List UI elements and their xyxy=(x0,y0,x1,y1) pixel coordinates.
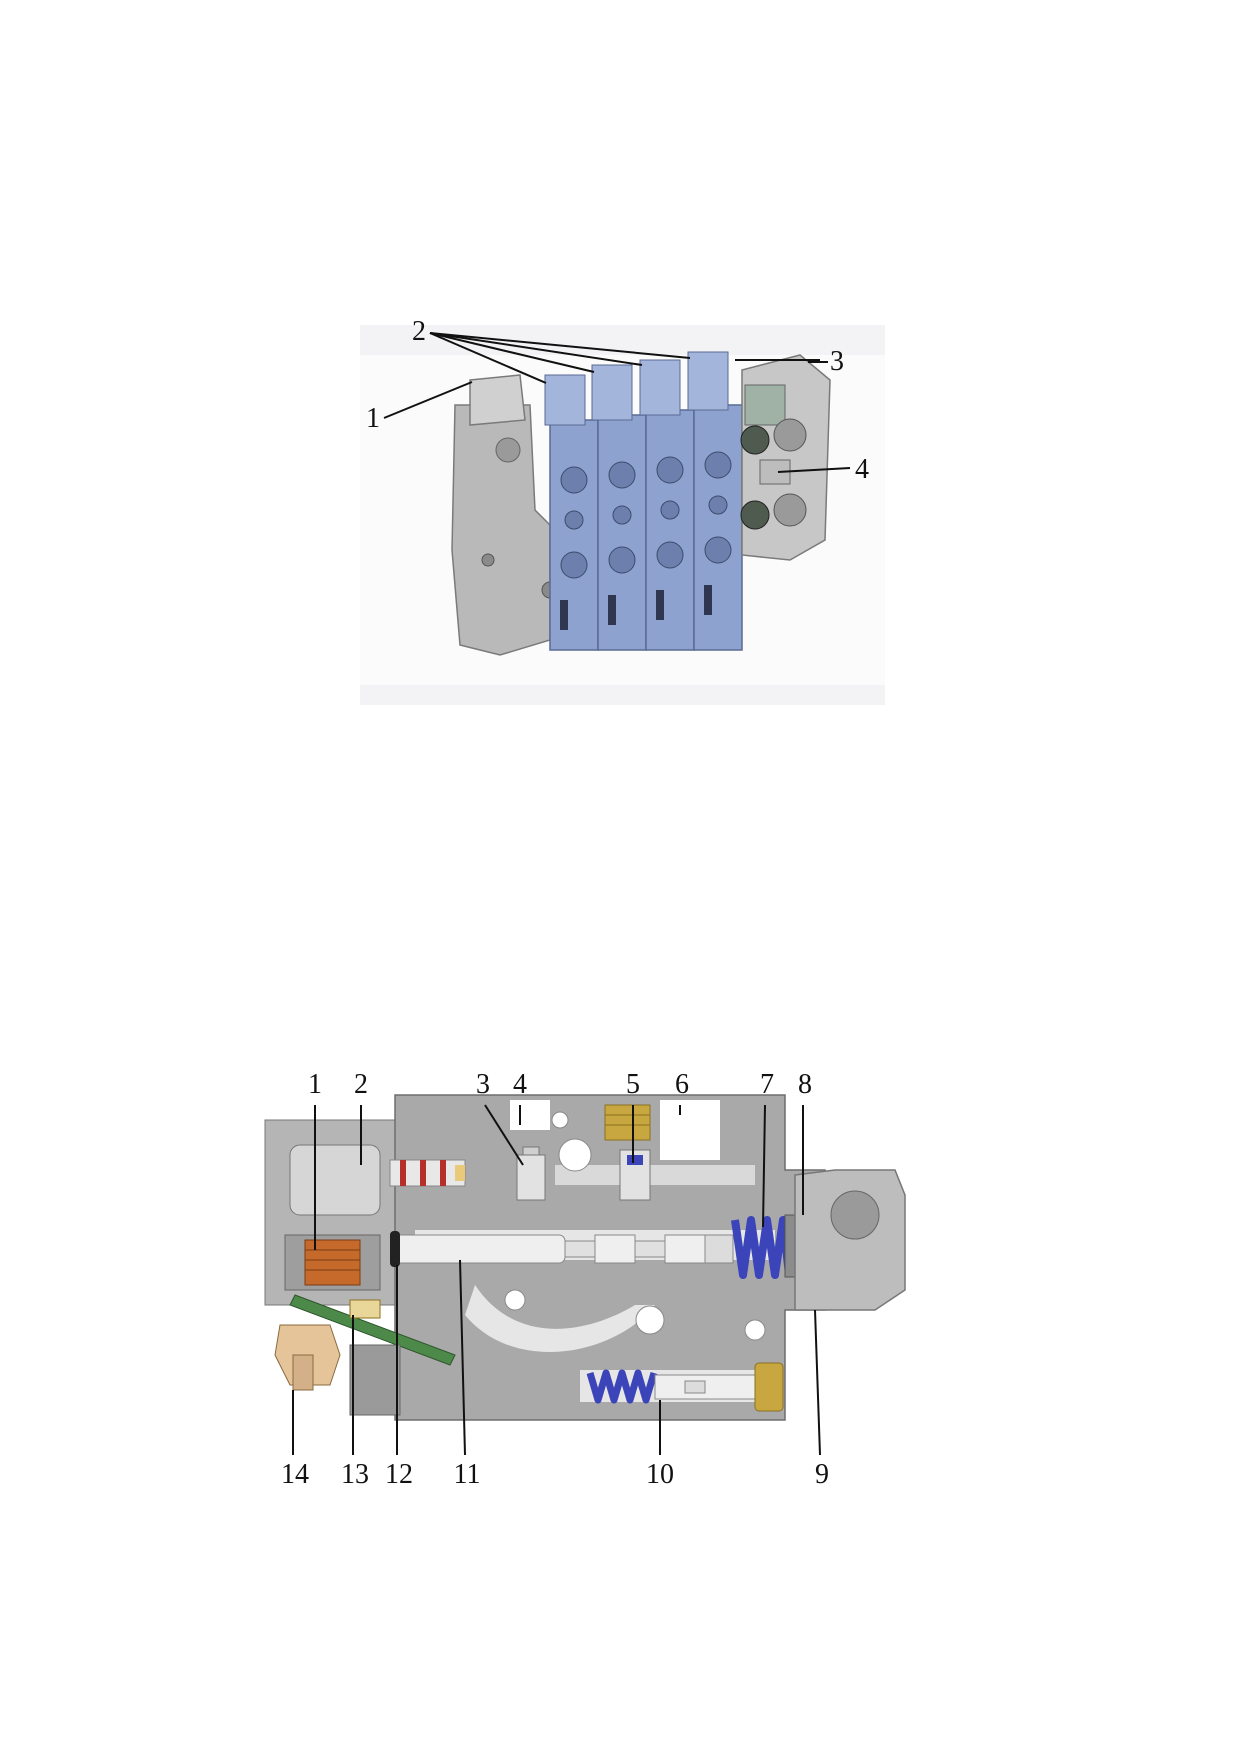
cross-section-figure: 1 2 3 4 5 6 7 8 14 13 12 11 10 9 xyxy=(255,1055,975,1495)
callout-2: 2 xyxy=(412,316,426,347)
lower-channel xyxy=(465,1285,655,1353)
cross-port-left xyxy=(558,1138,592,1172)
end-cap xyxy=(794,1169,906,1311)
callout-cs-7: 7 xyxy=(760,1069,774,1100)
leader-2d xyxy=(429,332,691,359)
callout-cs-13: 13 xyxy=(341,1459,369,1490)
leader-c7 xyxy=(762,1104,766,1228)
leader-c9 xyxy=(814,1309,821,1456)
callout-cs-9: 9 xyxy=(815,1459,829,1490)
sensor-chip xyxy=(349,1299,381,1319)
small-port-2 xyxy=(504,1289,526,1311)
upper-solenoid xyxy=(289,1144,381,1216)
valve-block-figure: 2 1 3 4 xyxy=(360,310,885,705)
connector-pin xyxy=(292,1354,314,1391)
inlet-cover-top xyxy=(469,374,526,426)
callout-cs-10: 10 xyxy=(646,1459,674,1490)
callout-cs-12: 12 xyxy=(385,1459,413,1490)
callout-cs-5: 5 xyxy=(626,1069,640,1100)
callout-cs-3: 3 xyxy=(476,1069,490,1100)
valve-section-4 xyxy=(687,351,743,651)
small-port-3 xyxy=(635,1305,665,1335)
valve-section-1 xyxy=(544,374,599,651)
leader-2a xyxy=(429,332,547,384)
solenoid-coil xyxy=(304,1239,361,1286)
outlet-hex-top xyxy=(740,425,770,455)
connector-housing xyxy=(349,1344,401,1416)
leader-2c xyxy=(429,332,643,366)
callout-3: 3 xyxy=(830,346,844,377)
outlet-valve-cap xyxy=(744,384,786,426)
leader-c3 xyxy=(484,1104,524,1166)
callout-cs-2: 2 xyxy=(354,1069,368,1100)
circuit-board xyxy=(289,1294,456,1366)
callout-cs-14: 14 xyxy=(281,1459,309,1490)
callout-cs-4: 4 xyxy=(513,1069,527,1100)
small-port-4 xyxy=(744,1319,766,1341)
valve-block-drawing: 2 1 3 4 xyxy=(360,316,885,705)
lower-spool xyxy=(586,1362,784,1412)
cavity-4 xyxy=(510,1100,550,1130)
leader-4 xyxy=(777,467,851,473)
callout-cs-1: 1 xyxy=(308,1069,322,1100)
upper-gallery xyxy=(555,1165,755,1185)
outlet-port-top xyxy=(773,418,807,452)
outlet-port-bottom xyxy=(773,493,807,527)
leader-2b xyxy=(429,332,595,373)
main-spring xyxy=(731,1216,793,1279)
callout-cs-6: 6 xyxy=(675,1069,689,1100)
cavity-6 xyxy=(660,1100,720,1160)
callout-cs-11: 11 xyxy=(454,1459,481,1490)
small-port-1 xyxy=(551,1111,569,1129)
inlet-port xyxy=(495,437,521,463)
end-cap-boss xyxy=(830,1190,880,1240)
valve-section-2 xyxy=(591,364,647,651)
spring-seat xyxy=(784,1214,796,1278)
inlet-bolt xyxy=(481,553,495,567)
callout-4: 4 xyxy=(855,454,869,485)
outlet-hex-bottom xyxy=(740,500,770,530)
spool-seal-ring xyxy=(390,1231,400,1267)
check-spring-5 xyxy=(627,1155,643,1165)
valve-sections xyxy=(544,351,743,651)
main-spool xyxy=(394,1234,734,1264)
callout-1: 1 xyxy=(366,403,380,434)
callout-cs-8: 8 xyxy=(798,1069,812,1100)
leader-c11 xyxy=(459,1259,466,1456)
cross-section-drawing: 1 2 3 4 5 6 7 8 14 13 12 11 10 9 xyxy=(264,1069,906,1490)
brass-plug xyxy=(604,1104,651,1141)
valve-section-3 xyxy=(639,359,695,651)
leader-1 xyxy=(383,381,473,419)
